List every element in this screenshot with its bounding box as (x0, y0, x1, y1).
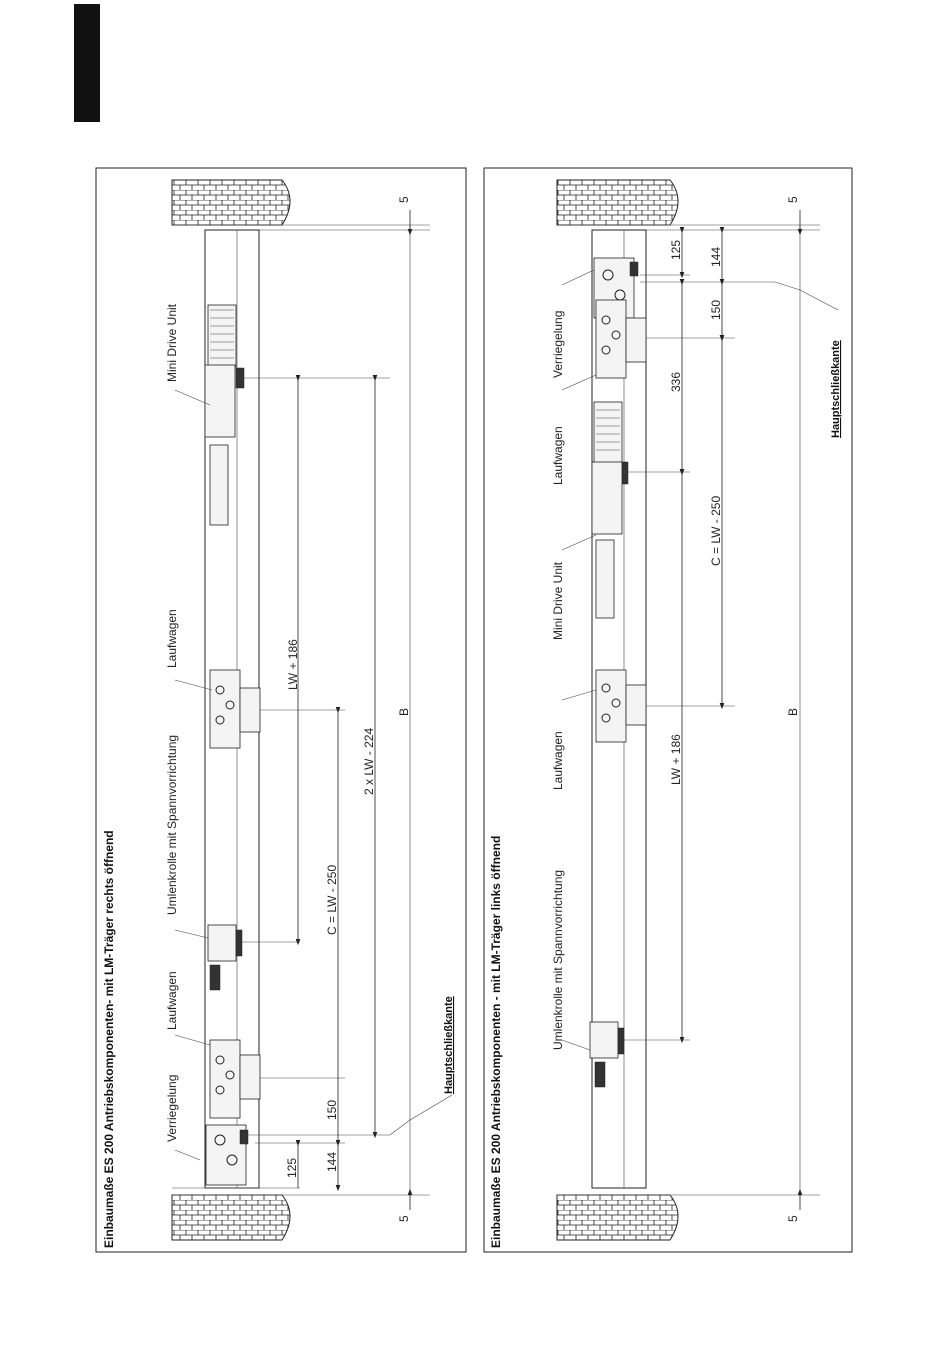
panel-right-title: Einbaumaße ES 200 Antriebskomponenten - … (489, 836, 503, 1248)
dim-2lw-left: 2 x LW - 224 (362, 728, 376, 795)
mini-drive-unit-right (591, 401, 629, 619)
wall-bottom (171, 1194, 291, 1241)
laufwagen-right-2 (595, 299, 647, 379)
dim-125-left: 125 (285, 1158, 299, 1178)
dim-5-bottom: 5 (397, 1215, 411, 1222)
umlenkrolle-left (207, 924, 243, 991)
label-laufwagen-right-1: Laufwagen (551, 731, 565, 790)
wall-bottom-right (556, 1194, 679, 1241)
label-umlenkrolle-right: Umlenkrolle mit Spannvorrichtung (551, 870, 565, 1050)
verriegelung-left (205, 1124, 249, 1186)
label-mini-drive-left: Mini Drive Unit (165, 303, 179, 382)
label-laufwagen-left-2: Laufwagen (165, 609, 179, 668)
section-marker-bar (74, 4, 100, 122)
dim-150-right: 150 (709, 300, 723, 320)
laufwagen-left-2 (209, 669, 261, 749)
label-laufwagen-right-2: Laufwagen (551, 426, 565, 485)
dim-b-left: B (397, 708, 411, 716)
dim-5-top-right: 5 (786, 196, 800, 203)
dim-5-bottom-right: 5 (786, 1215, 800, 1222)
mini-drive-unit-left (204, 304, 245, 526)
wall-top (171, 179, 291, 226)
dim-lw186-right: LW + 186 (669, 734, 683, 785)
dim-lw186-left: LW + 186 (286, 639, 300, 690)
dim-144-left: 144 (325, 1152, 339, 1172)
label-umlenkrolle-left: Umlenkrolle mit Spannvorrichtung (165, 735, 179, 915)
label-hauptschliesskante-left: Hauptschließkante (443, 996, 455, 1094)
panel-right-frame (483, 167, 853, 1253)
label-hauptschliesskante-right: Hauptschließkante (830, 340, 842, 438)
umlenkrolle-right (589, 1021, 625, 1088)
panel-left: 5 5 (95, 167, 467, 1253)
dim-5-top: 5 (397, 196, 411, 203)
panel-left-frame (95, 167, 467, 1253)
dim-c-left: C = LW - 250 (325, 865, 339, 935)
label-laufwagen-left-1: Laufwagen (165, 971, 179, 1030)
panel-right: 5 5 (483, 167, 853, 1253)
wall-top-right (556, 179, 679, 226)
dim-125-right: 125 (669, 240, 683, 260)
laufwagen-right-1 (595, 669, 647, 743)
laufwagen-left-1 (209, 1039, 261, 1119)
label-verriegelung-right: Verriegelung (551, 311, 565, 378)
dimensions-left (242, 374, 390, 1192)
dim-144-right: 144 (709, 247, 723, 267)
dim-336-right: 336 (669, 372, 683, 392)
label-verriegelung-left: Verriegelung (165, 1075, 179, 1142)
panel-left-title: Einbaumaße ES 200 Antriebskomponenten- m… (102, 830, 116, 1248)
dimensions-right (624, 226, 775, 1044)
dim-b-right: B (786, 708, 800, 716)
label-mini-drive-right: Mini Drive Unit (551, 561, 565, 640)
dim-c-right: C = LW - 250 (709, 496, 723, 566)
dim-150-left: 150 (325, 1100, 339, 1120)
